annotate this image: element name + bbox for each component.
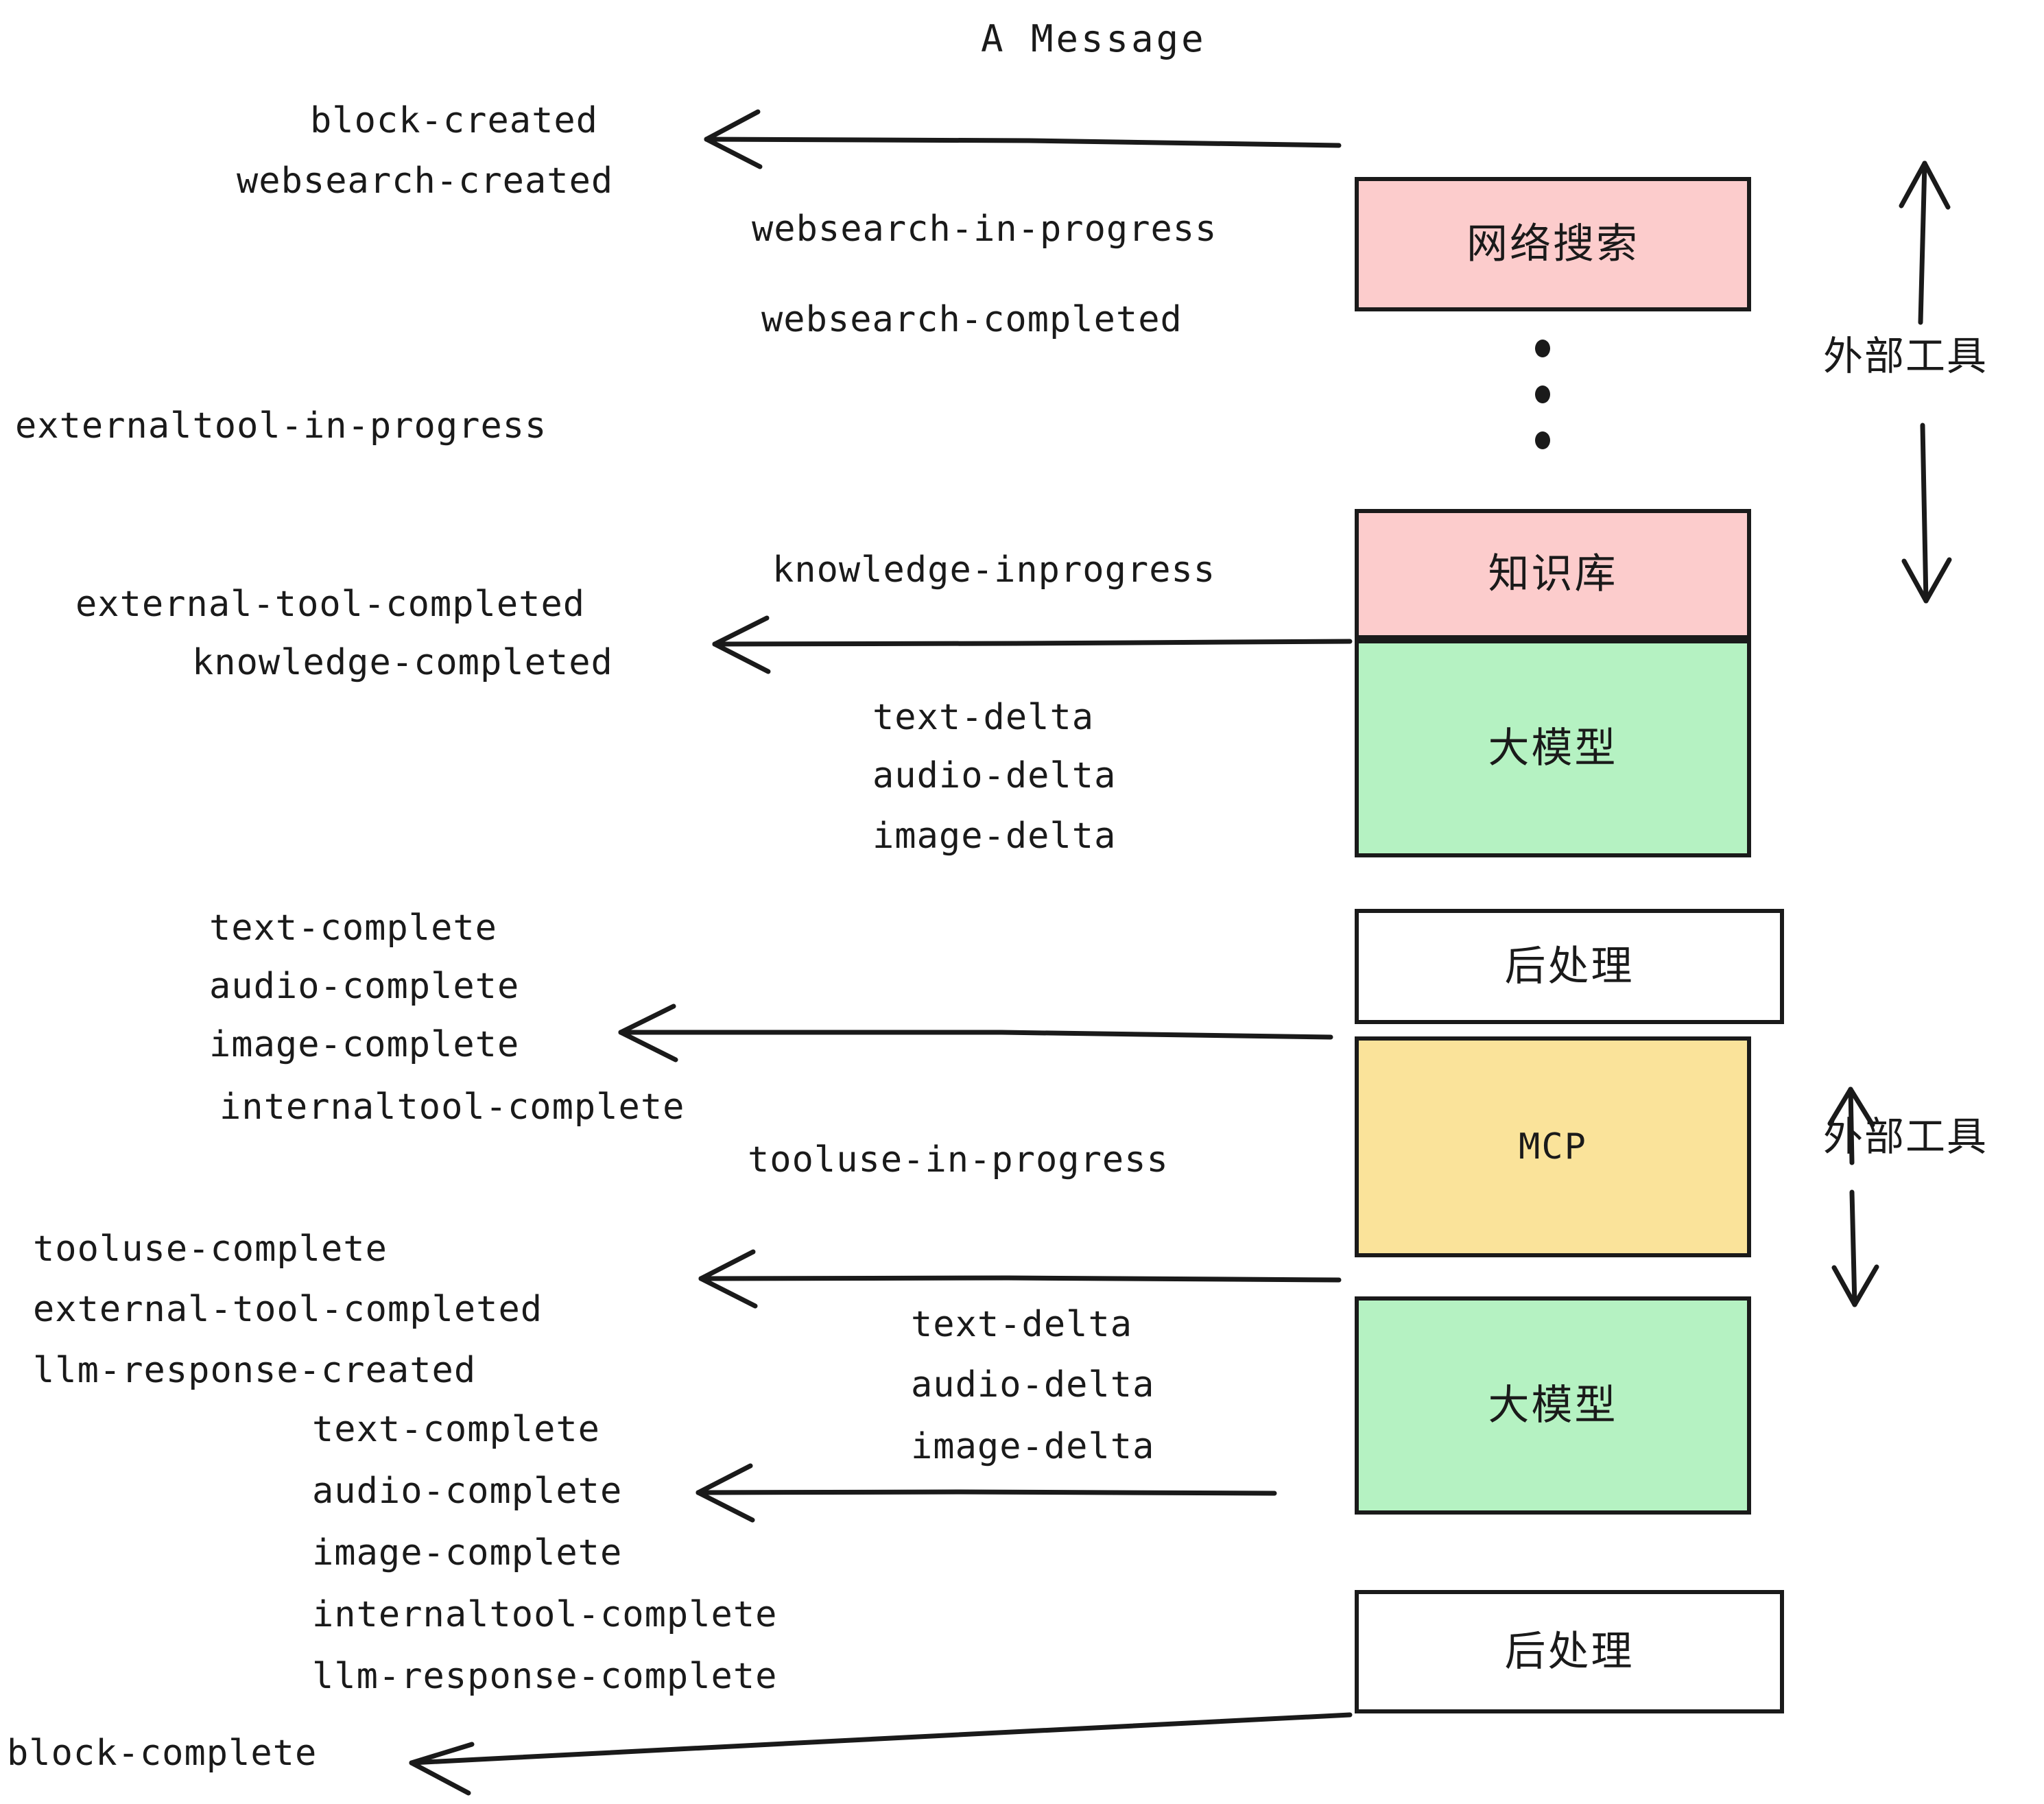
- event-label-text-complete-2: text-complete: [312, 1409, 600, 1450]
- arrow-knowledge-completed: [712, 615, 1353, 674]
- dot-1: [1535, 340, 1550, 357]
- event-label-audio-delta-1: audio-delta: [872, 755, 1117, 796]
- event-label-websearch-completed: websearch-completed: [761, 299, 1183, 340]
- event-label-knowledge-inprogress: knowledge-inprogress: [772, 549, 1216, 591]
- event-label-text-complete-1: text-complete: [209, 907, 497, 949]
- event-label-internaltool-complete-2: internaltool-complete: [312, 1594, 778, 1635]
- event-label-image-delta-2: image-delta: [911, 1426, 1155, 1467]
- node-postprocess-2-label: 后处理: [1504, 1628, 1635, 1676]
- node-llm-2-label: 大模型: [1488, 1381, 1618, 1429]
- event-label-knowledge-completed: knowledge-completed: [192, 642, 613, 683]
- event-label-tooluse-in-progress: tooluse-in-progress: [748, 1139, 1169, 1180]
- node-llm-1[interactable]: 大模型: [1355, 639, 1751, 857]
- event-label-tooluse-complete: tooluse-complete: [33, 1229, 388, 1270]
- event-label-llm-response-created: llm-response-created: [33, 1350, 477, 1391]
- node-postprocess-1[interactable]: 后处理: [1355, 909, 1784, 1024]
- node-postprocess-2[interactable]: 后处理: [1355, 1590, 1784, 1713]
- node-llm-1-label: 大模型: [1488, 724, 1618, 772]
- event-label-text-delta-1: text-delta: [872, 697, 1095, 738]
- node-websearch-label: 网络搜索: [1466, 220, 1639, 268]
- event-label-websearch-created: websearch-created: [237, 161, 614, 202]
- event-label-text-delta-2: text-delta: [911, 1304, 1133, 1345]
- event-label-audio-complete-2: audio-complete: [312, 1471, 623, 1512]
- event-label-external-tool-completed-2: external-tool-completed: [33, 1289, 543, 1330]
- dot-3: [1535, 431, 1550, 449]
- event-label-llm-response-complete: llm-response-complete: [312, 1656, 778, 1697]
- event-label-externaltool-in-progress: externaltool-in-progress: [15, 405, 547, 447]
- dot-2: [1535, 385, 1550, 403]
- node-mcp[interactable]: MCP: [1355, 1036, 1751, 1257]
- event-label-block-created: block-created: [310, 100, 598, 141]
- side-label-external-tool-top: 外部工具: [1823, 333, 1988, 379]
- node-knowledge-base[interactable]: 知识库: [1355, 509, 1751, 639]
- event-label-audio-delta-2: audio-delta: [911, 1364, 1155, 1405]
- side-label-external-tool-bottom: 外部工具: [1823, 1113, 1988, 1160]
- event-label-image-delta-1: image-delta: [872, 816, 1117, 857]
- node-mcp-label: MCP: [1519, 1126, 1587, 1167]
- node-llm-2[interactable]: 大模型: [1355, 1296, 1751, 1515]
- event-label-audio-complete-1: audio-complete: [209, 966, 520, 1007]
- event-label-image-complete-1: image-complete: [209, 1024, 520, 1065]
- ellipsis-vertical-dots: [1534, 340, 1552, 449]
- external-tool-bracket-top: [1899, 161, 1952, 604]
- event-label-websearch-in-progress: websearch-in-progress: [752, 209, 1217, 250]
- node-websearch[interactable]: 网络搜索: [1355, 177, 1751, 311]
- event-label-image-complete-2: image-complete: [312, 1532, 623, 1574]
- arrow-tooluse-complete: [698, 1249, 1342, 1309]
- event-label-external-tool-completed-1: external-tool-completed: [75, 584, 586, 625]
- event-label-internaltool-complete-1: internaltool-complete: [219, 1087, 685, 1128]
- node-postprocess-1-label: 后处理: [1504, 942, 1635, 990]
- arrow-audio-complete: [696, 1463, 1277, 1523]
- arrow-block-created: [704, 109, 1342, 169]
- arrow-block-complete: [409, 1712, 1353, 1796]
- page-title: A Message: [981, 17, 1207, 60]
- arrow-image-complete: [618, 1004, 1333, 1063]
- event-label-block-complete: block-complete: [7, 1733, 318, 1774]
- node-knowledge-base-label: 知识库: [1488, 550, 1618, 598]
